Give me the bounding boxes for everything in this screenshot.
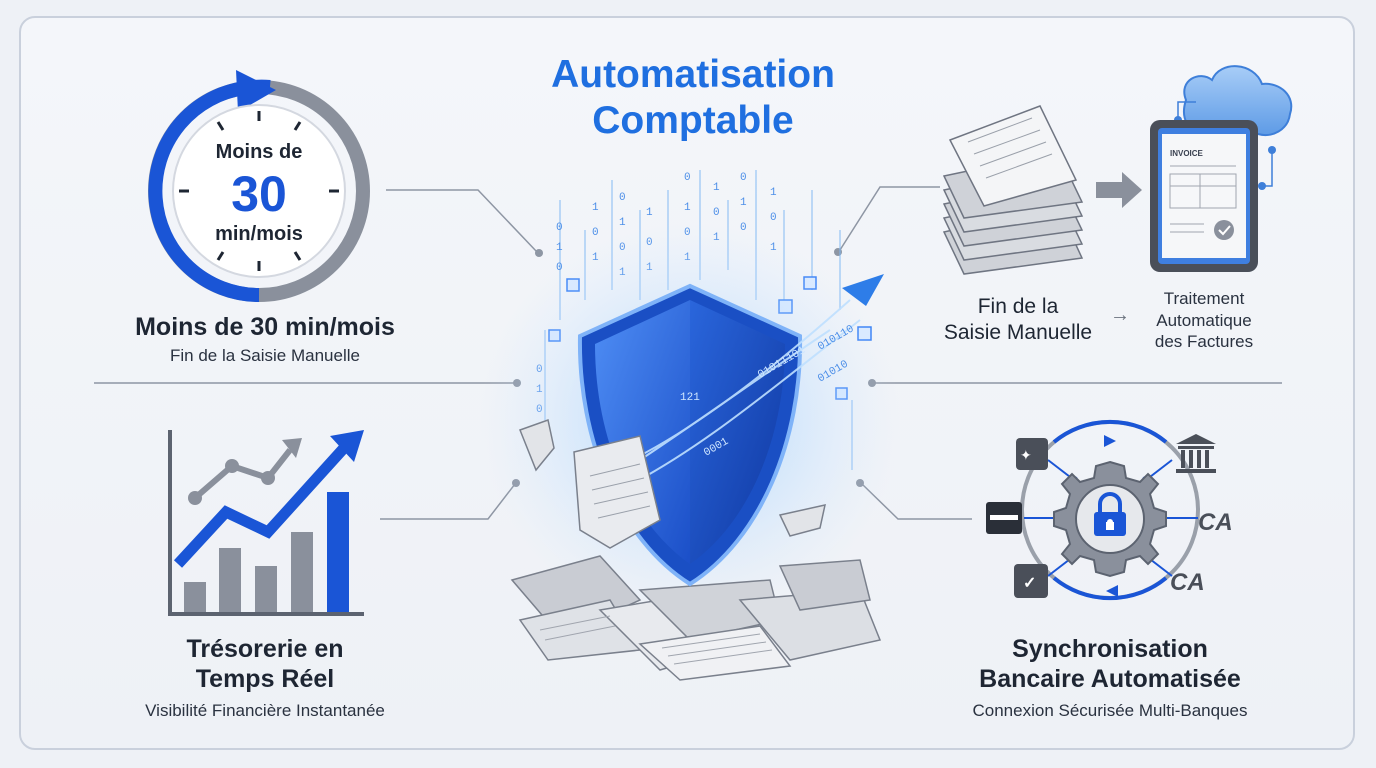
feature-treasury-heading-line1: Trésorerie en [186,635,344,663]
auto-invoice-line3: des Factures [1154,332,1254,351]
svg-text:0: 0 [740,172,747,184]
binary-snippet: 121 [680,392,700,404]
bank-logo-text: CA [1198,509,1233,536]
svg-text:0: 0 [713,207,720,219]
bank-logo-icon [1016,438,1048,470]
svg-text:✦: ✦ [1020,447,1032,463]
auto-invoice-line2: Automatique [1156,311,1252,330]
feature-bank-heading-line1: Synchronisation [1012,635,1208,663]
security-shield-icon: 121 0001 01011101 010110 01010 [573,274,884,587]
clock-line2: min/mois [215,223,303,245]
manual-entry-line2: Saisie Manuelle [943,321,1093,344]
svg-text:1: 1 [556,242,563,254]
clock-line1: Moins de [215,141,303,163]
svg-text:0: 0 [770,212,777,224]
feature-time-subtitle: Fin de la Saisie Manuelle [170,346,360,365]
svg-text:1: 1 [740,197,747,209]
svg-text:1: 1 [684,202,691,214]
svg-text:0: 0 [619,192,626,204]
feature-treasury-subtitle: Visibilité Financière Instantanée [145,701,385,720]
svg-text:1: 1 [646,207,653,219]
svg-text:0: 0 [556,222,563,234]
arrow-icon: → [1110,304,1130,326]
trend-chart-icon [168,430,364,616]
invoice-label: INVOICE [1170,149,1204,158]
document-stack-icon [942,105,1084,275]
crumpled-papers-icon [510,419,882,681]
feature-bank-subtitle: Connexion Sécurisée Multi-Banques [972,701,1248,720]
clock-number: 30 [231,166,287,222]
svg-text:1: 1 [770,187,777,199]
feature-treasury-heading-line2: Temps Réel [195,665,335,693]
tablet-invoice-icon: INVOICE [1150,65,1293,272]
svg-text:1: 1 [619,217,626,229]
arrow-right-icon [1096,172,1142,208]
feature-bank-heading-line2: Bancaire Automatisée [979,665,1241,693]
feature-time-heading: Moins de 30 min/mois [135,313,395,341]
bank-logo-text: CA [1170,569,1205,596]
svg-text:0: 0 [684,172,691,184]
svg-text:0: 0 [592,227,599,239]
bank-logo-icon [1014,564,1048,598]
clock-icon [148,70,370,302]
manual-entry-line1: Fin de la [977,295,1059,318]
auto-invoice-line1: Traitement [1163,289,1245,308]
bank-sync-icon: ✦ ✓ CA CA [986,419,1233,601]
svg-text:1: 1 [713,182,720,194]
page-title: Automatisation Comptable [551,53,835,142]
bank-building-icon [1176,434,1216,473]
svg-text:✓: ✓ [1023,575,1036,592]
svg-text:1: 1 [592,202,599,214]
